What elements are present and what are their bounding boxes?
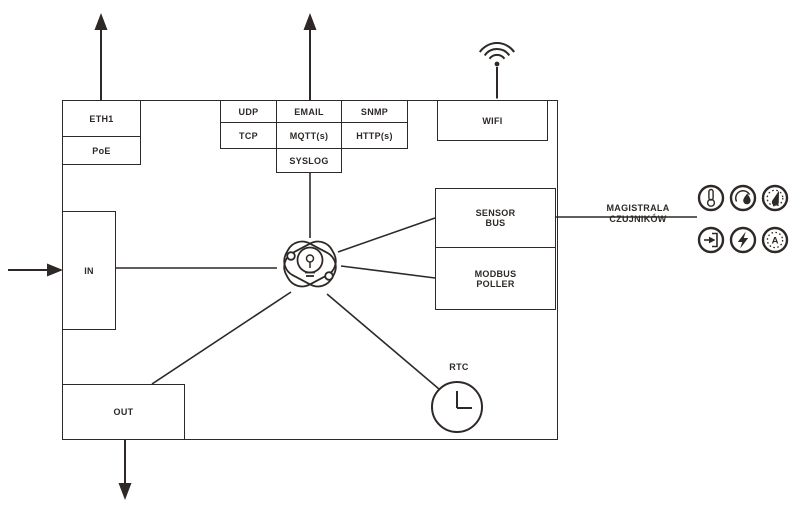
block-http: HTTP(s) xyxy=(341,122,408,149)
block-poe-label: PoE xyxy=(92,145,111,156)
block-out-label: OUT xyxy=(113,407,134,417)
block-mqtt: MQTT(s) xyxy=(276,122,342,149)
block-sensor-bus-label2: BUS xyxy=(485,218,506,228)
block-udp-label: UDP xyxy=(238,106,259,117)
block-modbus-label2: POLLER xyxy=(476,278,515,289)
logic-hub-icon xyxy=(283,240,337,288)
protocols-uplink-arrow xyxy=(303,13,317,100)
block-tcp-label: TCP xyxy=(239,130,258,141)
block-snmp-label: SNMP xyxy=(360,106,389,117)
external-bus-label-line2: CZUJNIKÓW xyxy=(609,214,667,224)
block-http-label: HTTP(s) xyxy=(356,130,393,141)
block-email-label: EMAIL xyxy=(294,106,324,117)
rtc-clock-icon xyxy=(431,381,483,433)
block-eth1: ETH1 xyxy=(62,100,141,137)
block-in: IN xyxy=(62,211,116,330)
block-udp: UDP xyxy=(220,100,277,123)
block-tcp: TCP xyxy=(220,122,277,149)
block-sensor-bus-label1: SENSOR xyxy=(475,208,516,218)
block-modbus-label1: MODBUS xyxy=(474,268,517,279)
block-mqtt-label: MQTT(s) xyxy=(289,130,329,141)
block-in-label: IN xyxy=(84,265,94,276)
block-poe: PoE xyxy=(62,136,141,165)
block-wifi: WIFI xyxy=(437,100,548,141)
input-arrow xyxy=(8,263,63,277)
external-bus-label-line1: MAGISTRALA xyxy=(606,203,670,213)
rtc-label: RTC xyxy=(449,362,469,372)
block-email: EMAIL xyxy=(276,100,342,123)
temperature-sensor-icon xyxy=(697,184,725,212)
current-icon-letter: A xyxy=(772,236,779,247)
hub-connection-lines xyxy=(116,172,440,390)
block-out: OUT xyxy=(62,384,185,440)
eth1-uplink-arrow xyxy=(94,13,108,100)
block-sensor-bus: SENSOR BUS xyxy=(435,188,556,248)
block-wifi-label: WIFI xyxy=(482,115,503,126)
block-eth1-label: ETH1 xyxy=(89,113,114,124)
block-syslog: SYSLOG xyxy=(276,148,342,173)
output-down-arrow xyxy=(118,440,132,500)
block-modbus-poller: MODBUS POLLER xyxy=(435,247,556,310)
block-snmp: SNMP xyxy=(341,100,408,123)
external-sensor-bus-label: MAGISTRALA CZUJNIKÓW xyxy=(582,203,694,225)
digital-input-sensor-icon xyxy=(697,226,725,254)
voltage-sensor-icon xyxy=(729,226,757,254)
current-sensor-icon: A xyxy=(761,226,789,254)
wifi-icon xyxy=(478,42,516,99)
pressure-sensor-icon xyxy=(761,184,789,212)
humidity-sensor-icon xyxy=(729,184,757,212)
block-syslog-label: SYSLOG xyxy=(289,155,329,166)
